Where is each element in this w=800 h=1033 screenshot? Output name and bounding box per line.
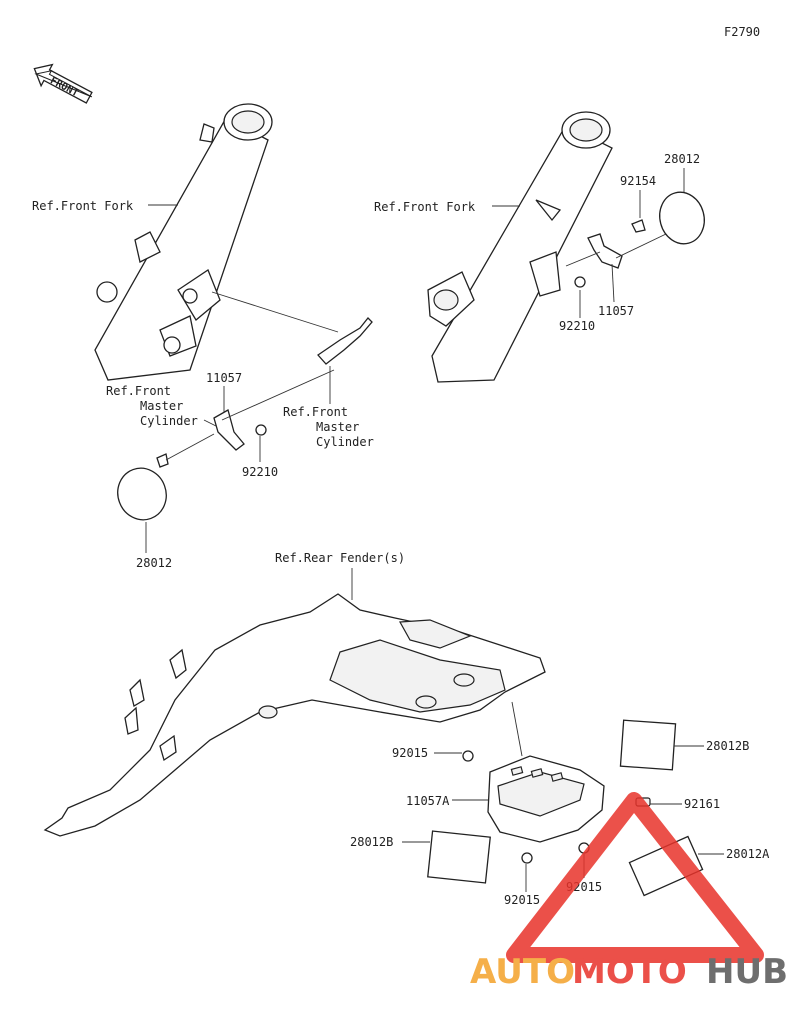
part-28012-right: 28012 [664, 152, 700, 166]
part-28012B-right: 28012B [706, 739, 749, 753]
watermark-triangle-icon [506, 792, 764, 963]
part-92015-bottom-left: 92015 [504, 893, 540, 907]
left-reflector-28012 [117, 467, 167, 521]
label-ref-front-fork-left: Ref.Front Fork [32, 199, 134, 213]
label-ref-master-right-2: Master [316, 420, 359, 434]
label-ref-master-left-2: Master [140, 399, 183, 413]
part-92161: 92161 [684, 797, 720, 811]
label-ref-master-right-3: Cylinder [316, 435, 374, 449]
part-11057-left: 11057 [206, 371, 242, 385]
watermark-hub: HUB [706, 952, 788, 992]
reflector-28012B-right [619, 719, 677, 771]
label-ref-rear-fender: Ref.Rear Fender(s) [275, 551, 405, 565]
left-bolt [156, 433, 215, 468]
automotohub-watermark: AUTO MOTO HUB [470, 792, 788, 992]
right-bolt-92154 [631, 219, 646, 233]
watermark-moto: MOTO [572, 952, 687, 992]
right-front-fork [427, 111, 613, 383]
left-bracket-11057 [213, 369, 335, 451]
part-92210-left: 92210 [242, 465, 278, 479]
rear-bracket-11057A [487, 701, 605, 843]
left-front-fork [94, 103, 273, 381]
label-ref-front-fork-right: Ref.Front Fork [374, 200, 476, 214]
rear-fender [43, 593, 546, 837]
label-ref-master-left-1: Ref.Front [106, 384, 171, 398]
nut-92015-top [462, 750, 474, 762]
reflector-28012B-left [427, 830, 491, 884]
part-92154: 92154 [620, 174, 656, 188]
part-28012B-left: 28012B [350, 835, 393, 849]
left-master-cylinder-mount [211, 291, 373, 365]
part-11057-right: 11057 [598, 304, 634, 318]
part-28012-left: 28012 [136, 556, 172, 570]
label-ref-master-left-3: Cylinder [140, 414, 198, 428]
left-nut-92210 [255, 424, 267, 436]
part-92015-top: 92015 [392, 746, 428, 760]
label-ref-master-right-1: Ref.Front [283, 405, 348, 419]
front-arrow-icon: FRONT [33, 63, 93, 104]
part-28012A: 28012A [726, 847, 770, 861]
right-bracket-11057 [565, 233, 667, 269]
right-reflector-28012 [659, 191, 705, 245]
right-nut-92210 [574, 276, 586, 288]
part-92210-right: 92210 [559, 319, 595, 333]
watermark-auto: AUTO [470, 952, 575, 992]
part-11057A: 11057A [406, 794, 450, 808]
nut-92015-bottom-left [521, 852, 533, 864]
diagram-code: F2790 [724, 25, 760, 39]
